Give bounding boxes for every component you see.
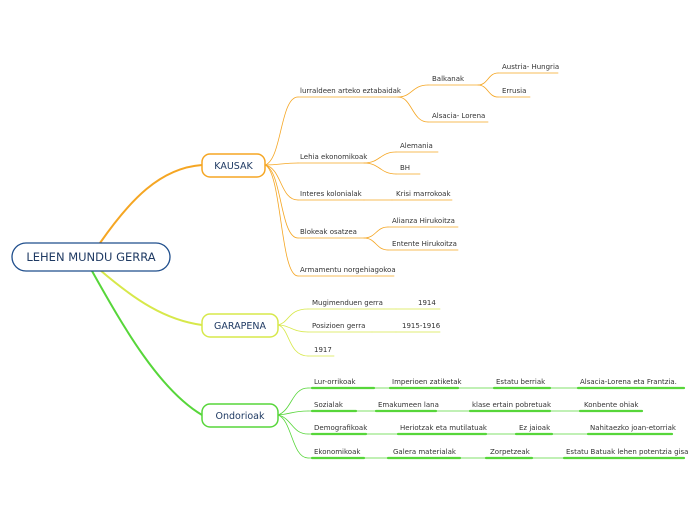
- leaf-emakumeen[interactable]: Emakumeen lana: [378, 401, 439, 409]
- leaf-alianza[interactable]: Alianza Hirukoitza: [392, 217, 455, 225]
- connector-lurraldeen-balkanak: [397, 84, 429, 98]
- leaf-1915-1916[interactable]: 1915-1916: [402, 322, 441, 330]
- leaf-heriotzak[interactable]: Heriotzak eta mutilatuak: [400, 424, 488, 432]
- connector-garapena-posizioen: [277, 324, 309, 333]
- leaf-alsacia-frantzia[interactable]: Alsacia-Lorena eta Frantzia.: [580, 378, 677, 386]
- kausak-node[interactable]: KAUSAK: [201, 153, 266, 178]
- leaf-posizioen[interactable]: Posizioen gerra: [312, 322, 365, 330]
- connector-blokeak-alianza: [363, 226, 389, 239]
- connector-root-kausak: [99, 164, 203, 244]
- connector-lehia-bh: [363, 162, 397, 175]
- connector-root-ondorioak: [91, 270, 203, 416]
- leaf-errusia[interactable]: Errusia: [502, 87, 526, 95]
- connector-balkanak-austria: [477, 72, 499, 86]
- connector-ondorioak-row3: [277, 414, 309, 435]
- leaf-austria[interactable]: Austria- Hungria: [502, 63, 559, 71]
- kausak-label: KAUSAK: [214, 161, 253, 172]
- leaf-alemania[interactable]: Alemania: [400, 142, 433, 150]
- leaf-lehia[interactable]: Lehia ekonomikoak: [300, 153, 368, 161]
- leaf-alsacia[interactable]: Alsacia- Lorena: [432, 112, 485, 120]
- leaf-lur-orrikoak[interactable]: Lur-orrikoak: [314, 378, 357, 386]
- garapena-node[interactable]: GARAPENA: [201, 313, 279, 338]
- leaf-interes[interactable]: Interes kolonialak: [300, 190, 363, 198]
- leaf-ekonomikoak[interactable]: Ekonomikoak: [314, 448, 361, 456]
- leaf-entente[interactable]: Entente Hirukoitza: [392, 240, 457, 248]
- leaf-zorpetzeak[interactable]: Zorpetzeak: [490, 448, 531, 456]
- leaf-estatu-berriak[interactable]: Estatu berriak: [496, 378, 546, 386]
- connector-balkanak-errusia: [477, 84, 499, 98]
- connector-kausak-lehia: [264, 162, 299, 166]
- leaf-1917[interactable]: 1917: [314, 346, 332, 354]
- leaf-mugimenduen[interactable]: Mugimenduen gerra: [312, 299, 383, 307]
- connector-root-garapena: [99, 269, 203, 326]
- connector-kausak-armamentu: [264, 164, 299, 277]
- leaf-demografikoak[interactable]: Demografikoak: [314, 424, 368, 432]
- leaf-krisi[interactable]: Krisi marrokoak: [396, 190, 451, 198]
- leaf-galera[interactable]: Galera materialak: [393, 448, 457, 456]
- ondorioak-row-lur: Lur-orrikoak Imperioen zatiketak Estatu …: [314, 378, 677, 386]
- connector-blokeak-entente: [363, 237, 389, 251]
- garapena-label: GARAPENA: [214, 321, 266, 332]
- leaf-imperioen[interactable]: Imperioen zatiketak: [392, 378, 463, 386]
- leaf-klase-ertain[interactable]: klase ertain pobretuak: [472, 401, 552, 409]
- leaf-1914[interactable]: 1914: [418, 299, 436, 307]
- leaf-blokeak[interactable]: Blokeak osatzea: [300, 228, 357, 236]
- leaf-lurraldeen[interactable]: lurraldeen arteko eztabaidak: [300, 87, 402, 95]
- ondorioak-row-ekonomikoak: Ekonomikoak Galera materialak Zorpetzeak…: [314, 448, 688, 456]
- leaf-nahitaezko[interactable]: Nahitaezko joan-etorriak: [590, 424, 677, 432]
- ondorioak-row-sozialak: Sozialak Emakumeen lana klase ertain pob…: [314, 401, 639, 409]
- leaf-sozialak[interactable]: Sozialak: [314, 401, 344, 409]
- connector-kausak-lurraldeen: [264, 96, 299, 166]
- connector-garapena-1917: [277, 324, 309, 357]
- connector-ondorioak-row1: [277, 387, 309, 416]
- root-node[interactable]: LEHEN MUNDU GERRA: [11, 242, 171, 272]
- leaf-konbente[interactable]: Konbente ohiak: [584, 401, 639, 409]
- connector-kausak-blokeak: [264, 164, 299, 239]
- ondorioak-row-demografikoak: Demografikoak Heriotzak eta mutilatuak E…: [314, 424, 677, 432]
- leaf-ez-jaioak[interactable]: Ez jaioak: [519, 424, 551, 432]
- connector-ondorioak-row4: [277, 414, 309, 459]
- connector-kausak-interes: [264, 164, 299, 201]
- leaf-armamentu[interactable]: Armamentu norgehiagokoa: [300, 266, 396, 274]
- leaf-balkanak[interactable]: Balkanak: [432, 75, 465, 83]
- connector-lehia-alemania: [363, 151, 397, 164]
- ondorioak-node[interactable]: Ondorioak: [201, 403, 279, 428]
- connector-ondorioak-row2: [277, 410, 309, 416]
- leaf-bh[interactable]: BH: [400, 164, 410, 172]
- connector-lurraldeen-alsacia: [397, 96, 429, 123]
- ondorioak-label: Ondorioak: [215, 411, 265, 422]
- connector-garapena-mugimenduen: [277, 308, 309, 326]
- leaf-estatu-batuak[interactable]: Estatu Batuak lehen potentzia gisa: [566, 448, 688, 456]
- root-label: LEHEN MUNDU GERRA: [26, 250, 155, 264]
